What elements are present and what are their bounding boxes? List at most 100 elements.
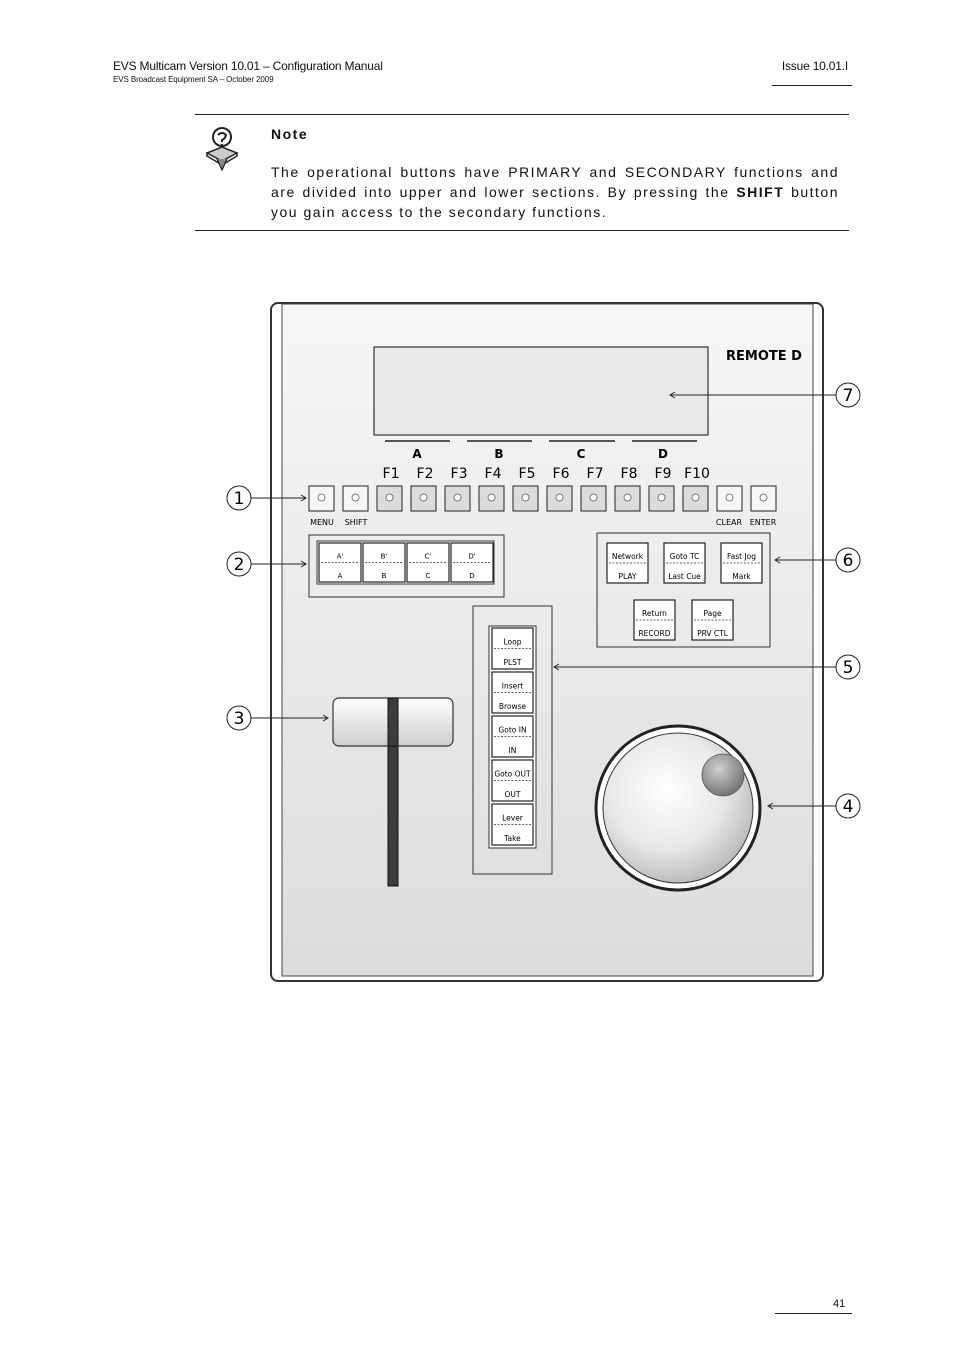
note-body-pre: The operational buttons have PRIMARY and… bbox=[271, 164, 839, 200]
note-top-rule bbox=[195, 114, 849, 115]
key-secondary-label: B' bbox=[381, 553, 388, 561]
key-primary-label: Browse bbox=[499, 702, 527, 711]
brand-label: REMOTE D bbox=[726, 349, 802, 364]
f3-button[interactable] bbox=[444, 485, 471, 512]
key-secondary-label: Goto TC bbox=[670, 552, 700, 561]
page-key-d[interactable]: D' D bbox=[450, 542, 494, 583]
key-primary-label: PLAY bbox=[618, 572, 636, 581]
fkey-label: F5 bbox=[519, 466, 536, 482]
key-primary-label: A bbox=[338, 572, 343, 580]
key-secondary-label: Return bbox=[642, 609, 667, 618]
menu-label: MENU bbox=[310, 518, 334, 527]
column-key-2[interactable]: Goto IN IN bbox=[491, 715, 534, 758]
shift-label: SHIFT bbox=[345, 518, 368, 527]
fkey-label: F8 bbox=[621, 466, 638, 482]
key-primary-label: C bbox=[426, 572, 431, 580]
led-indicator bbox=[589, 493, 598, 502]
led-indicator bbox=[453, 493, 462, 502]
key-secondary-label: A' bbox=[337, 553, 344, 561]
led-indicator bbox=[317, 493, 326, 502]
callout-number: 7 bbox=[843, 386, 854, 406]
f10-button[interactable] bbox=[682, 485, 709, 512]
key-primary-label: IN bbox=[509, 746, 517, 755]
key-primary-label: RECORD bbox=[638, 629, 670, 638]
led-indicator bbox=[691, 493, 700, 502]
right-key-1[interactable]: Goto TC Last Cue bbox=[663, 542, 706, 584]
enter-button[interactable] bbox=[750, 485, 777, 512]
clear-button[interactable] bbox=[716, 485, 743, 512]
t-bar-lever[interactable] bbox=[332, 697, 454, 887]
note-body: The operational buttons have PRIMARY and… bbox=[271, 162, 839, 222]
f7-button[interactable] bbox=[580, 485, 607, 512]
f5-button[interactable] bbox=[512, 485, 539, 512]
key-secondary-label: Goto OUT bbox=[494, 770, 531, 779]
shift-button[interactable] bbox=[342, 485, 369, 512]
key-primary-label: Take bbox=[503, 834, 521, 843]
f1-button[interactable] bbox=[376, 485, 403, 512]
function-button-row bbox=[308, 485, 777, 512]
jog-dial[interactable] bbox=[594, 724, 762, 892]
f8-button[interactable] bbox=[614, 485, 641, 512]
f9-button[interactable] bbox=[648, 485, 675, 512]
menu-button[interactable] bbox=[308, 485, 335, 512]
note-title: Note bbox=[271, 126, 309, 142]
remote-panel-diagram: REMOTE D A B C D F1 F2 F3 F4 F5 F6 F7 F8… bbox=[270, 302, 824, 982]
key-primary-label: Mark bbox=[732, 572, 751, 581]
key-secondary-label: Insert bbox=[502, 682, 524, 691]
callout-number: 2 bbox=[234, 555, 245, 575]
callout-number: 5 bbox=[843, 658, 854, 678]
fkey-label: F7 bbox=[587, 466, 604, 482]
jog-finger-well bbox=[701, 753, 745, 797]
note-pen-icon bbox=[205, 127, 239, 171]
key-secondary-label: Goto IN bbox=[498, 726, 526, 735]
callout-number: 1 bbox=[234, 489, 245, 509]
led-indicator bbox=[725, 493, 734, 502]
group-labels: A B C D bbox=[385, 440, 697, 461]
button-row-labels: MENU SHIFT CLEAR ENTER bbox=[310, 518, 777, 527]
f4-button[interactable] bbox=[478, 485, 505, 512]
clear-label: CLEAR bbox=[716, 518, 743, 527]
page-key-a[interactable]: A' A bbox=[318, 542, 362, 583]
led-indicator bbox=[657, 493, 666, 502]
enter-label: ENTER bbox=[750, 518, 777, 527]
page-keys-box bbox=[308, 534, 505, 598]
led-indicator bbox=[419, 493, 428, 502]
page-keys: A' A B' B C'C D' D bbox=[318, 542, 494, 583]
f6-button[interactable] bbox=[546, 485, 573, 512]
callout-number: 4 bbox=[843, 797, 854, 817]
fkey-label: F9 bbox=[655, 466, 672, 482]
f2-button[interactable] bbox=[410, 485, 437, 512]
header-rule bbox=[772, 85, 852, 86]
footer-rule bbox=[775, 1313, 852, 1314]
key-primary-label: Last Cue bbox=[668, 572, 701, 581]
right-keys-box bbox=[596, 532, 771, 648]
page-number: 41 bbox=[833, 1298, 846, 1310]
led-indicator bbox=[623, 493, 632, 502]
fkey-label: F3 bbox=[451, 466, 468, 482]
key-primary-label: D bbox=[469, 572, 474, 580]
key-primary-label: B bbox=[382, 572, 387, 580]
key-primary-label: PLST bbox=[503, 658, 521, 667]
fkey-label: F6 bbox=[553, 466, 570, 482]
page-key-c[interactable]: C'C bbox=[406, 542, 450, 583]
fkey-label: F4 bbox=[485, 466, 502, 482]
group-label-c: C bbox=[577, 447, 586, 461]
fkey-label: F10 bbox=[684, 466, 710, 482]
key-secondary-label: Lever bbox=[502, 814, 524, 823]
key-secondary-label: Page bbox=[703, 609, 722, 618]
doc-issue: Issue 10.01.I bbox=[781, 59, 848, 73]
page-key-b[interactable]: B' B bbox=[362, 542, 406, 583]
key-secondary-label: D' bbox=[468, 553, 475, 561]
doc-subtitle: EVS Broadcast Equipment SA – October 200… bbox=[113, 75, 274, 84]
group-label-a: A bbox=[412, 447, 422, 461]
